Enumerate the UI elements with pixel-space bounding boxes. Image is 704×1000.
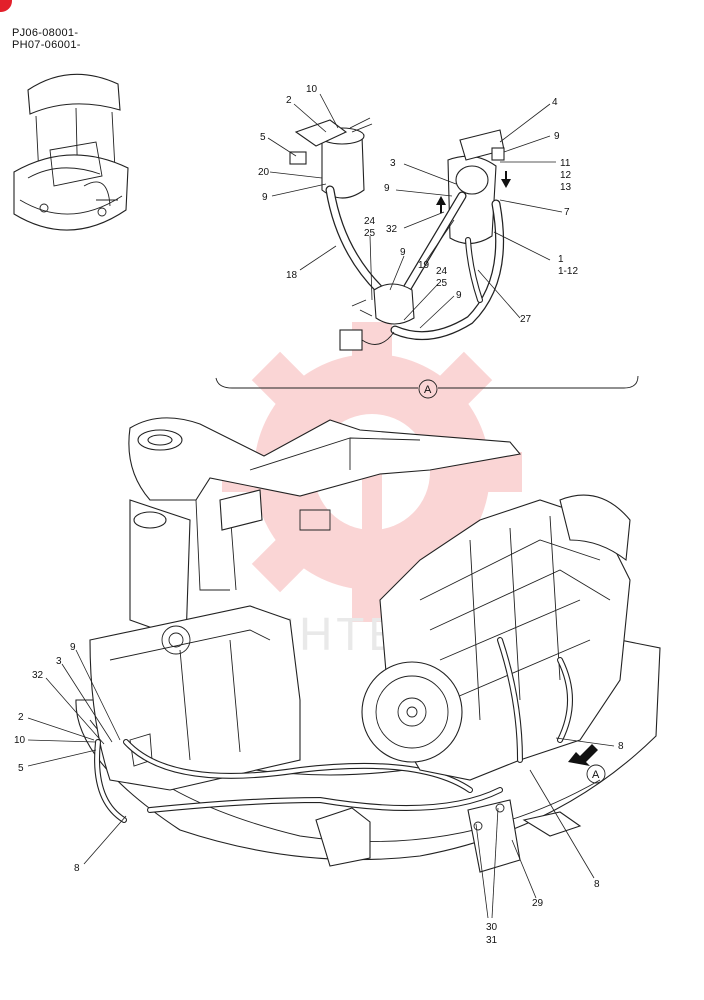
excavator-inset-thumbnail	[13, 73, 129, 231]
callout-bottom-32: 32	[32, 670, 44, 681]
detail-view-a-fuel-line-assembly: A	[215, 117, 639, 399]
callout-bottom-3: 3	[56, 656, 62, 667]
callout-top-2: 2	[286, 95, 292, 106]
callout-top-11: 11	[560, 158, 571, 169]
callout-bottom-8a: 8	[74, 863, 80, 874]
callout-top-25a: 25	[364, 228, 376, 239]
callout-top-7: 7	[564, 207, 570, 218]
view-a-marker-bottom: A	[592, 769, 600, 781]
callout-bottom-30: 30	[486, 922, 498, 933]
callout-top-20: 20	[258, 167, 270, 178]
callout-bottom-5: 5	[18, 763, 24, 774]
callouts-bottom: 9 3 32 2 10 5 8 8 8 29 30 31	[14, 642, 624, 946]
callout-top-18: 18	[286, 270, 298, 281]
callout-top-1: 1	[558, 254, 564, 265]
callout-top-9e: 9	[456, 290, 462, 301]
callout-bottom-2: 2	[18, 712, 24, 723]
callout-top-9b: 9	[554, 131, 560, 142]
serial-number-range-1: PJ06-08001-	[12, 27, 79, 39]
callout-top-1-12: 1-12	[558, 266, 578, 277]
leader-lines-top	[267, 93, 563, 329]
callout-top-32: 32	[386, 224, 398, 235]
callout-bottom-8c: 8	[594, 879, 600, 890]
serial-number-range-2: PH07-06001-	[12, 39, 81, 51]
callout-top-4: 4	[552, 97, 558, 108]
callout-top-9c: 9	[384, 183, 390, 194]
callout-top-9a: 9	[262, 192, 268, 203]
machine-frame-engine-illustration: A	[75, 417, 661, 873]
callouts-top: 10 2 5 20 9 4 9 3 9 11 12 13 7 32 24 25 …	[258, 84, 578, 325]
callout-top-27: 27	[520, 314, 532, 325]
callout-top-9d: 9	[400, 247, 406, 258]
callout-top-10: 10	[306, 84, 318, 95]
callout-bottom-9: 9	[70, 642, 76, 653]
callout-bottom-8b: 8	[618, 741, 624, 752]
callout-top-19: 19	[418, 260, 430, 271]
callout-top-13: 13	[560, 182, 572, 193]
callout-top-3: 3	[390, 158, 396, 169]
callout-top-25b: 25	[436, 278, 448, 289]
leader-lines-bottom	[27, 649, 615, 919]
callout-top-5: 5	[260, 132, 266, 143]
callout-bottom-31: 31	[486, 935, 498, 946]
callout-bottom-29: 29	[532, 898, 544, 909]
callout-top-24a: 24	[364, 216, 376, 227]
callout-top-24b: 24	[436, 266, 448, 277]
view-a-marker-top: A	[424, 384, 432, 396]
callout-top-12: 12	[560, 170, 572, 181]
callout-bottom-10: 10	[14, 735, 26, 746]
